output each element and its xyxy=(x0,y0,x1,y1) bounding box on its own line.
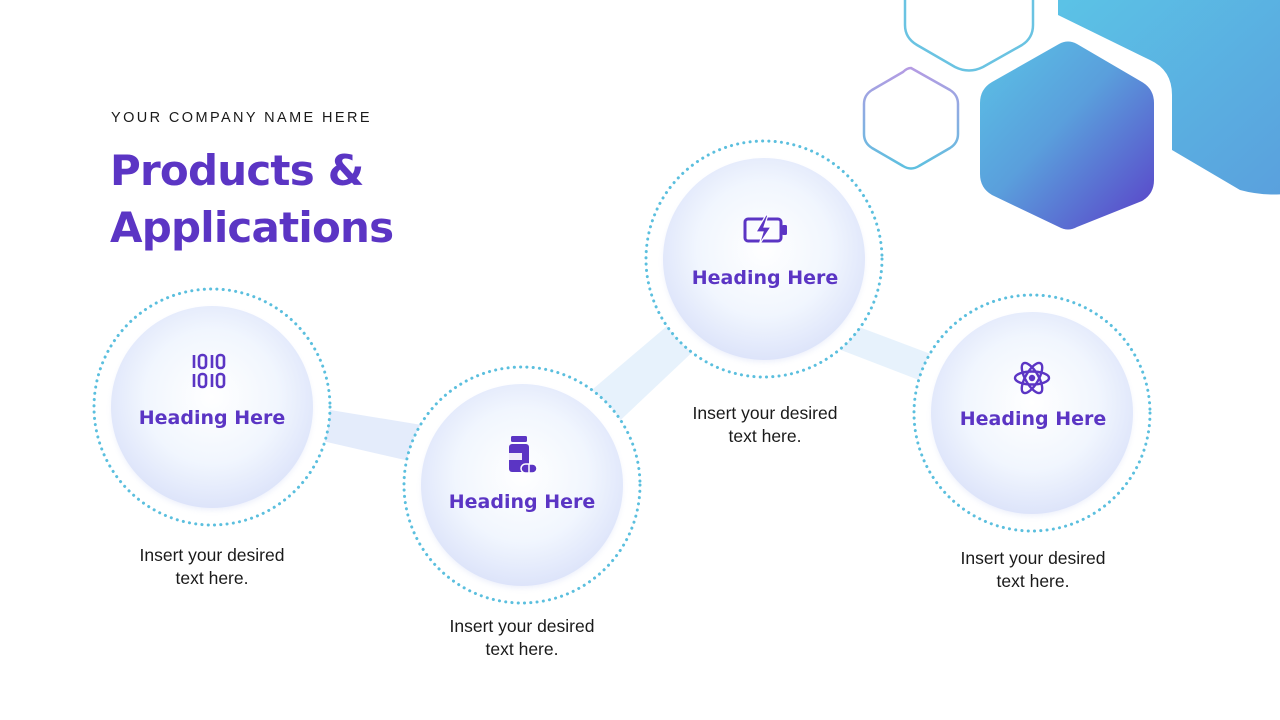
corner-hexagon-shape xyxy=(1058,0,1280,195)
node-3-description: Insert your desired text here. xyxy=(655,402,875,448)
node-4-heading: Heading Here xyxy=(959,408,1107,430)
outline-hexagon-top xyxy=(903,0,1035,72)
title-line-2: Applications xyxy=(110,203,394,252)
node-1-heading: Heading Here xyxy=(138,407,286,429)
node-4-desc-line-1: Insert your desired xyxy=(960,548,1106,568)
node-1-desc-line-2: text here. xyxy=(175,568,249,588)
circle-node-2 xyxy=(402,365,642,605)
node-1-description: Insert your desired text here. xyxy=(102,544,322,590)
battery-charging-icon xyxy=(743,214,787,246)
node-4-description: Insert your desired text here. xyxy=(923,547,1143,593)
node-2-description: Insert your desired text here. xyxy=(412,615,632,661)
page-title: Products & Applications xyxy=(110,142,394,256)
circle-node-1 xyxy=(92,287,332,527)
circle-node-3 xyxy=(644,139,884,379)
binary-code-icon xyxy=(192,353,226,389)
node-2-desc-line-1: Insert your desired xyxy=(449,616,595,636)
node-3-desc-line-2: text here. xyxy=(728,426,802,446)
node-1-desc-line-1: Insert your desired xyxy=(139,545,285,565)
node-4-desc-line-2: text here. xyxy=(996,571,1070,591)
title-line-1: Products & xyxy=(110,146,364,195)
node-3-heading: Heading Here xyxy=(691,267,839,289)
gradient-hexagon-large xyxy=(980,41,1154,230)
node-3-desc-line-1: Insert your desired xyxy=(692,403,838,423)
circle-node-4 xyxy=(912,293,1152,533)
atom-icon xyxy=(1013,361,1051,395)
node-2-heading: Heading Here xyxy=(448,491,596,513)
outline-hexagon-small xyxy=(862,66,960,170)
node-2-desc-line-2: text here. xyxy=(485,639,559,659)
company-name: YOUR COMPANY NAME HERE xyxy=(111,110,372,126)
medicine-bottle-icon xyxy=(509,436,538,474)
